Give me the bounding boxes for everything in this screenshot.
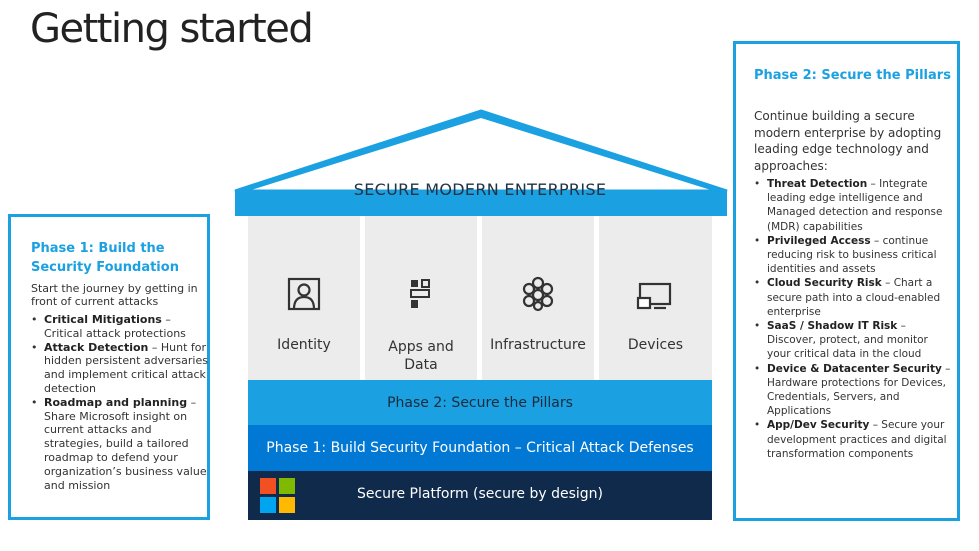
phase1-panel: Phase 1: Build the Security Foundation S… [8, 214, 210, 520]
pillar-devices: Devices [599, 216, 712, 380]
list-item: Cloud Security Risk – Chart a secure pat… [754, 276, 954, 319]
list-item: Privileged Access – continue reducing ri… [754, 234, 954, 277]
list-item: Attack Detection – Hunt for hidden persi… [31, 341, 209, 396]
platform-band: Secure Platform (secure by design) [248, 471, 712, 520]
phase1-list: Critical Mitigations – Critical attack p… [31, 313, 209, 492]
devices-icon [636, 282, 671, 310]
phase1-intro: Start the journey by getting in front of… [31, 282, 198, 308]
pillars-area: Identity Apps and Data [248, 216, 712, 380]
pillar-label-identity: Identity [277, 337, 331, 353]
pillar-label-infrastructure: Infrastructure [490, 337, 586, 353]
platform-label: Secure Platform (secure by design) [356, 486, 604, 502]
phase2-intro: Continue building a secure modern enterp… [754, 109, 942, 173]
phase2-heading: Phase 2: Secure the Pillars [754, 68, 951, 83]
infrastructure-icon [522, 276, 554, 312]
list-item: Threat Detection – Integrate leading edg… [754, 177, 954, 234]
phase1-band: Phase 1: Build Security Foundation – Cri… [248, 425, 712, 471]
page-title: Getting started [30, 6, 314, 52]
list-item: Critical Mitigations – Critical attack p… [31, 313, 209, 341]
phase2-panel: Phase 2: Secure the Pillars Continue bui… [733, 41, 960, 521]
pillar-label-devices: Devices [627, 337, 684, 353]
list-item: Device & Datacenter Security – Hardware … [754, 362, 954, 419]
pillar-infrastructure: Infrastructure [482, 216, 594, 380]
phase1-heading: Phase 1: Build the Security Foundation [31, 241, 179, 275]
list-item: SaaS / Shadow IT Risk – Discover, protec… [754, 319, 954, 362]
list-item: Roadmap and planning – Share Microsoft i… [31, 396, 209, 493]
phase2-list: Threat Detection – Integrate leading edg… [754, 177, 954, 461]
pillar-label-apps-data: Apps and Data [388, 339, 454, 373]
roof-label: SECURE MODERN ENTERPRISE [353, 180, 607, 199]
apps-data-icon [410, 279, 430, 308]
phase2-band: Phase 2: Secure the Pillars [248, 380, 712, 425]
microsoft-logo-icon [260, 478, 295, 513]
identity-icon [287, 277, 321, 311]
house-roof [234, 109, 728, 216]
list-item: App/Dev Security – Secure your developme… [754, 418, 954, 461]
pillar-identity: Identity [248, 216, 360, 380]
pillar-apps-data: Apps and Data [365, 216, 477, 380]
